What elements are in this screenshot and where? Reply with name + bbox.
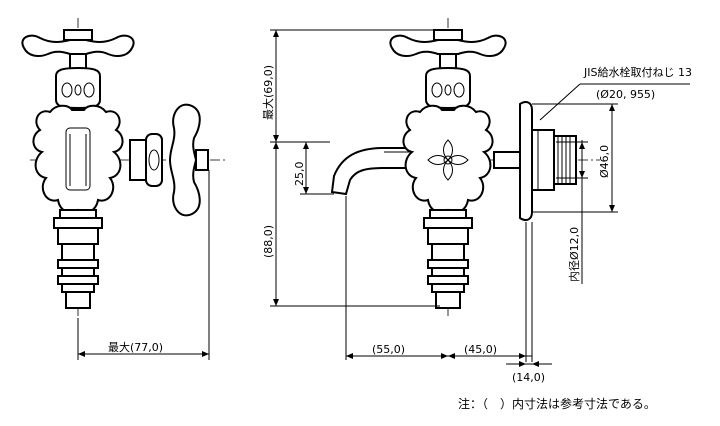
bonnet	[55, 66, 101, 110]
top-handle	[21, 29, 135, 71]
dim-height-max: 最大(69,0)	[261, 65, 275, 120]
thread-spec: JIS給水栓取付ねじ 13	[583, 65, 692, 79]
front-view: 最大(69,0) (88,0) 25,0 (55,0) (45,0) (14,0…	[261, 18, 692, 384]
dim-flange: (14,0)	[512, 371, 545, 384]
top-handle-front	[389, 29, 507, 71]
valve-body	[32, 104, 124, 214]
bonnet-front	[425, 66, 471, 110]
side-handle	[129, 103, 209, 217]
dim-spout-base: (45,0)	[464, 343, 497, 356]
hose-coupling-side	[53, 209, 103, 309]
valve-body-front	[402, 104, 494, 214]
inlet-pipe	[493, 101, 577, 221]
dim-outer-diameter: Ø46,0	[598, 145, 611, 178]
dim-inner-diameter: 内径Ø12,0	[567, 227, 581, 282]
hose-coupling-front	[423, 209, 473, 309]
dim-spout-drop: 25,0	[293, 162, 306, 187]
dim-width-max: 最大(77,0)	[108, 340, 163, 354]
dim-spout-reach: (55,0)	[372, 343, 405, 356]
thread-size: (Ø20, 955)	[596, 88, 655, 101]
dim-height-total: (88,0)	[262, 225, 275, 258]
footnote: 注：（ ）内寸法は参考寸法である。	[458, 396, 656, 411]
side-view: 最大(77,0)	[21, 18, 225, 360]
